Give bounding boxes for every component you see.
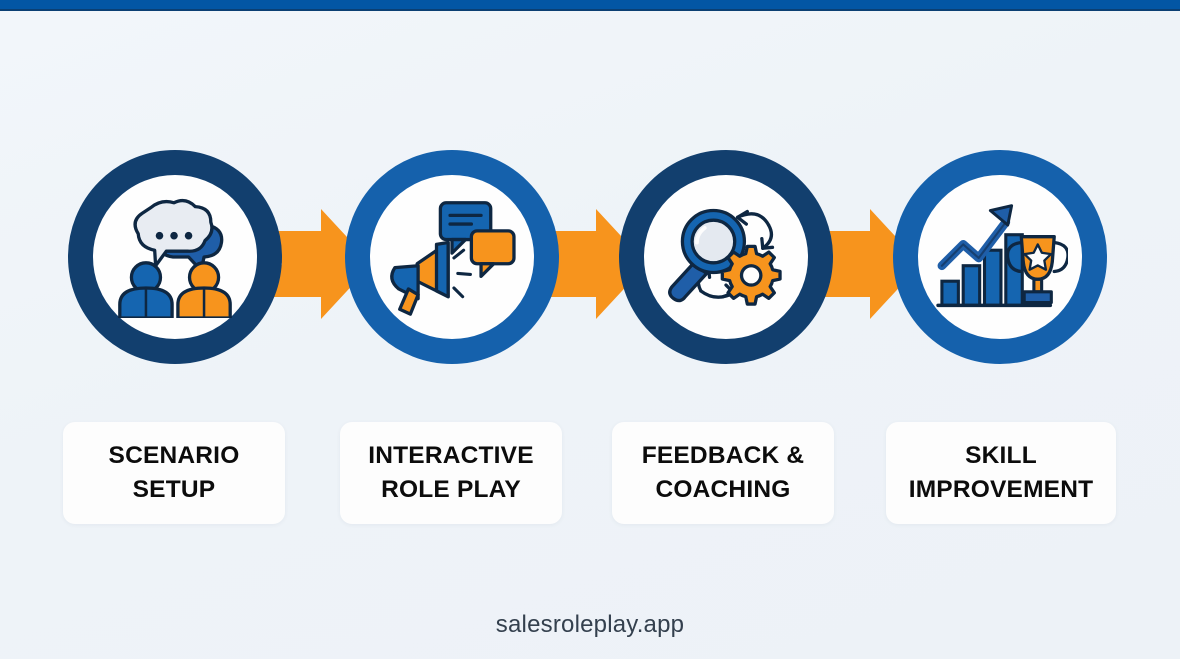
step-label-card-3[interactable]: FEEDBACK & COACHING <box>612 422 834 524</box>
two-people-speech-bubbles-icon <box>107 197 243 318</box>
step-circle-4[interactable] <box>893 150 1107 364</box>
step-label-card-2[interactable]: INTERACTIVE ROLE PLAY <box>340 422 562 524</box>
step-circles-row <box>0 150 1180 375</box>
website-url: salesroleplay.app <box>495 611 685 638</box>
magnifier-gear-refresh-icon <box>658 197 794 317</box>
footer: salesroleplay.app <box>0 611 1180 639</box>
step-label-text-4: SKILL IMPROVEMENT <box>908 442 1094 503</box>
step-circle-1[interactable] <box>68 150 282 364</box>
step-label-text-1: SCENARIO SETUP <box>108 442 240 503</box>
top-accent-bar <box>0 0 1180 11</box>
step-label-card-1[interactable]: SCENARIO SETUP <box>63 422 285 524</box>
step-label-text-2: INTERACTIVE ROLE PLAY <box>368 442 534 503</box>
step-label-card-4[interactable]: SKILL IMPROVEMENT <box>886 422 1116 524</box>
step-label-text-3: FEEDBACK & COACHING <box>641 442 805 503</box>
process-flow-diagram: SCENARIO SETUP INTERACTIVE ROLE PLAY FEE… <box>0 11 1180 659</box>
growth-chart-trophy-icon <box>932 197 1068 317</box>
megaphone-chat-bubbles-icon <box>384 197 520 317</box>
step-circle-2[interactable] <box>345 150 559 364</box>
step-labels-row: SCENARIO SETUP INTERACTIVE ROLE PLAY FEE… <box>0 422 1180 532</box>
step-circle-3[interactable] <box>619 150 833 364</box>
